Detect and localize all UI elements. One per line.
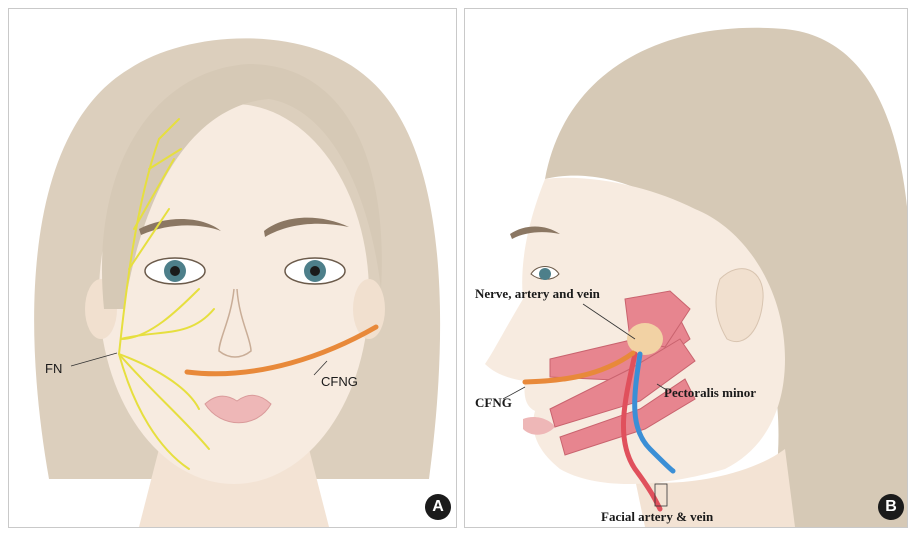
right-pupil bbox=[310, 266, 320, 276]
facial-artery-vein-label: Facial artery & vein bbox=[601, 509, 713, 525]
pectoralis-minor-label: Pectoralis minor bbox=[664, 385, 756, 401]
fn-label: FN bbox=[45, 361, 62, 376]
panel-b-lateral-view: Nerve, artery and vein Pectoralis minor … bbox=[464, 8, 908, 528]
cfng-label: CFNG bbox=[475, 395, 512, 411]
fat-pad bbox=[627, 323, 663, 355]
panel-a-frontal-view: FN CFNG A bbox=[8, 8, 457, 528]
left-pupil bbox=[170, 266, 180, 276]
lateral-face-illustration bbox=[465, 9, 907, 527]
cfng-label: CFNG bbox=[321, 374, 358, 389]
panel-b-badge: B bbox=[878, 494, 904, 520]
iris bbox=[539, 268, 551, 280]
nerve-artery-vein-label: Nerve, artery and vein bbox=[475, 286, 600, 302]
frontal-face-illustration bbox=[9, 9, 456, 527]
panel-a-badge: A bbox=[425, 494, 451, 520]
